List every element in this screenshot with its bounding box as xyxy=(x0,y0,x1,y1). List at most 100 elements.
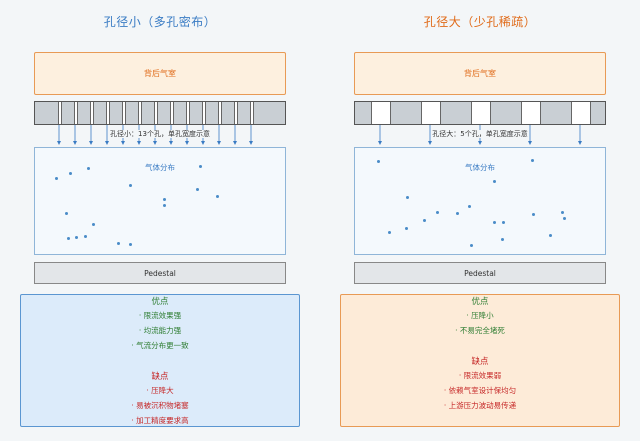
hole-caption-text: 孔径小：13个孔，单孔宽度示意 xyxy=(109,130,211,138)
pedestal: Pedestal xyxy=(34,262,286,284)
pro-item: · 限流效果强 xyxy=(138,311,182,320)
pro-item: · 均流能力强 xyxy=(138,326,182,335)
pro-item: · 气流分布更一致 xyxy=(131,341,189,350)
gas-particle xyxy=(163,204,166,207)
large-hole-panel: 孔径大（少孔稀疏） 背后气室 孔径大：5个孔，单孔宽度示意 气体分布 Pedes… xyxy=(320,0,640,441)
flow-arrow-head xyxy=(57,141,61,145)
plate-hole xyxy=(90,102,94,124)
flow-arrow-head xyxy=(185,141,189,145)
plate-hole xyxy=(186,102,190,124)
gas-particle xyxy=(456,212,459,215)
pro-item: · 不易完全堵死 xyxy=(455,326,505,335)
gas-particle xyxy=(493,180,496,183)
gas-particle xyxy=(377,160,380,163)
con-item: · 限流效果弱 xyxy=(458,371,502,380)
gas-particle xyxy=(87,167,90,170)
gas-particle xyxy=(406,196,409,199)
gas-particle xyxy=(55,177,58,180)
plate-hole xyxy=(471,102,491,124)
gas-particle xyxy=(216,195,219,198)
showerhead-plate xyxy=(354,101,606,125)
gas-particle xyxy=(69,172,72,175)
flow-arrow-head xyxy=(137,141,141,145)
plenum-label: 背后气室 xyxy=(464,69,496,78)
flow-arrow-head xyxy=(201,141,205,145)
gas-particle xyxy=(549,234,552,237)
gas-particle xyxy=(129,184,132,187)
hole-caption-text: 孔径大：5个孔，单孔宽度示意 xyxy=(431,130,529,138)
con-item: · 依赖气室设计保均匀 xyxy=(443,386,517,395)
plate-hole xyxy=(250,102,254,124)
gas-particle xyxy=(423,219,426,222)
flow-arrow-head xyxy=(233,141,237,145)
plate-hole xyxy=(371,102,391,124)
small-hole-panel: 孔径小（多孔密布） 背后气室 孔径小：13个孔，单孔宽度示意 气体分布 Pede… xyxy=(0,15,320,427)
flow-arrow-head xyxy=(428,141,432,145)
pedestal-label: Pedestal xyxy=(464,268,496,278)
gas-distribution-box: 气体分布 xyxy=(354,147,606,255)
gas-particle xyxy=(502,221,505,224)
con-item: · 压降大 xyxy=(146,386,174,395)
gas-distribution-box: 气体分布 xyxy=(34,147,286,255)
flow-arrow-head xyxy=(478,141,482,145)
gas-particle xyxy=(532,213,535,216)
gas-particle xyxy=(468,205,471,208)
flow-arrow-head xyxy=(153,141,157,145)
gas-distribution-label: 气体分布 xyxy=(145,163,175,172)
con-item: · 加工精度要求高 xyxy=(131,416,189,425)
pros-heading: 优点 xyxy=(151,297,169,307)
gas-particle xyxy=(129,243,132,246)
flow-arrow-head xyxy=(89,141,93,145)
hole-caption: 孔径大：5个孔，单孔宽度示意 xyxy=(320,129,640,139)
plate-hole xyxy=(170,102,174,124)
plate-hole xyxy=(122,102,126,124)
con-item: · 上游压力波动易传递 xyxy=(443,401,517,410)
gas-particle xyxy=(117,242,120,245)
cons-heading: 缺点 xyxy=(151,372,169,382)
plate-hole xyxy=(521,102,541,124)
flow-arrow-head xyxy=(217,141,221,145)
gas-particle xyxy=(199,165,202,168)
plate-hole xyxy=(234,102,238,124)
plenum-box: 背后气室 xyxy=(34,52,286,95)
flow-arrow-head xyxy=(73,141,77,145)
flow-arrow-head xyxy=(121,141,125,145)
pedestal: Pedestal xyxy=(354,262,606,284)
gas-particle xyxy=(470,244,473,247)
plate-hole xyxy=(106,102,110,124)
gas-particle xyxy=(405,227,408,230)
pro-item: · 压降小 xyxy=(466,311,494,320)
plate-hole xyxy=(74,102,78,124)
plate-hole xyxy=(154,102,158,124)
plenum-box: 背后气室 xyxy=(354,52,606,95)
gas-particle xyxy=(561,211,564,214)
con-item: · 易被沉积物堵塞 xyxy=(131,401,189,410)
flow-arrow-head xyxy=(528,141,532,145)
plate-hole xyxy=(58,102,62,124)
plate-hole xyxy=(421,102,441,124)
panel-title: 孔径大（少孔稀疏） xyxy=(423,15,537,29)
showerhead-plate xyxy=(34,101,286,125)
gas-particle xyxy=(84,235,87,238)
gas-particle xyxy=(67,237,70,240)
gas-particle xyxy=(436,211,439,214)
plate-hole xyxy=(571,102,591,124)
flow-arrow-head xyxy=(169,141,173,145)
gas-particle xyxy=(563,217,566,220)
gas-particle xyxy=(196,188,199,191)
flow-arrow-head xyxy=(378,141,382,145)
gas-particle xyxy=(493,221,496,224)
pedestal-label: Pedestal xyxy=(144,268,176,278)
hole-caption: 孔径小：13个孔，单孔宽度示意 xyxy=(0,129,320,139)
gas-particle xyxy=(65,212,68,215)
flow-arrow-head xyxy=(249,141,253,145)
flow-arrow-head xyxy=(105,141,109,145)
plate-hole xyxy=(202,102,206,124)
pros-cons-box: 优点 · 限流效果强 · 均流能力强 · 气流分布更一致 缺点 · 压降大 · … xyxy=(20,294,300,427)
gas-particle xyxy=(501,238,504,241)
gas-distribution-label: 气体分布 xyxy=(465,163,495,172)
gas-particle xyxy=(531,159,534,162)
gas-particle xyxy=(388,231,391,234)
plate-hole xyxy=(218,102,222,124)
panel-title: 孔径小（多孔密布） xyxy=(103,15,217,29)
